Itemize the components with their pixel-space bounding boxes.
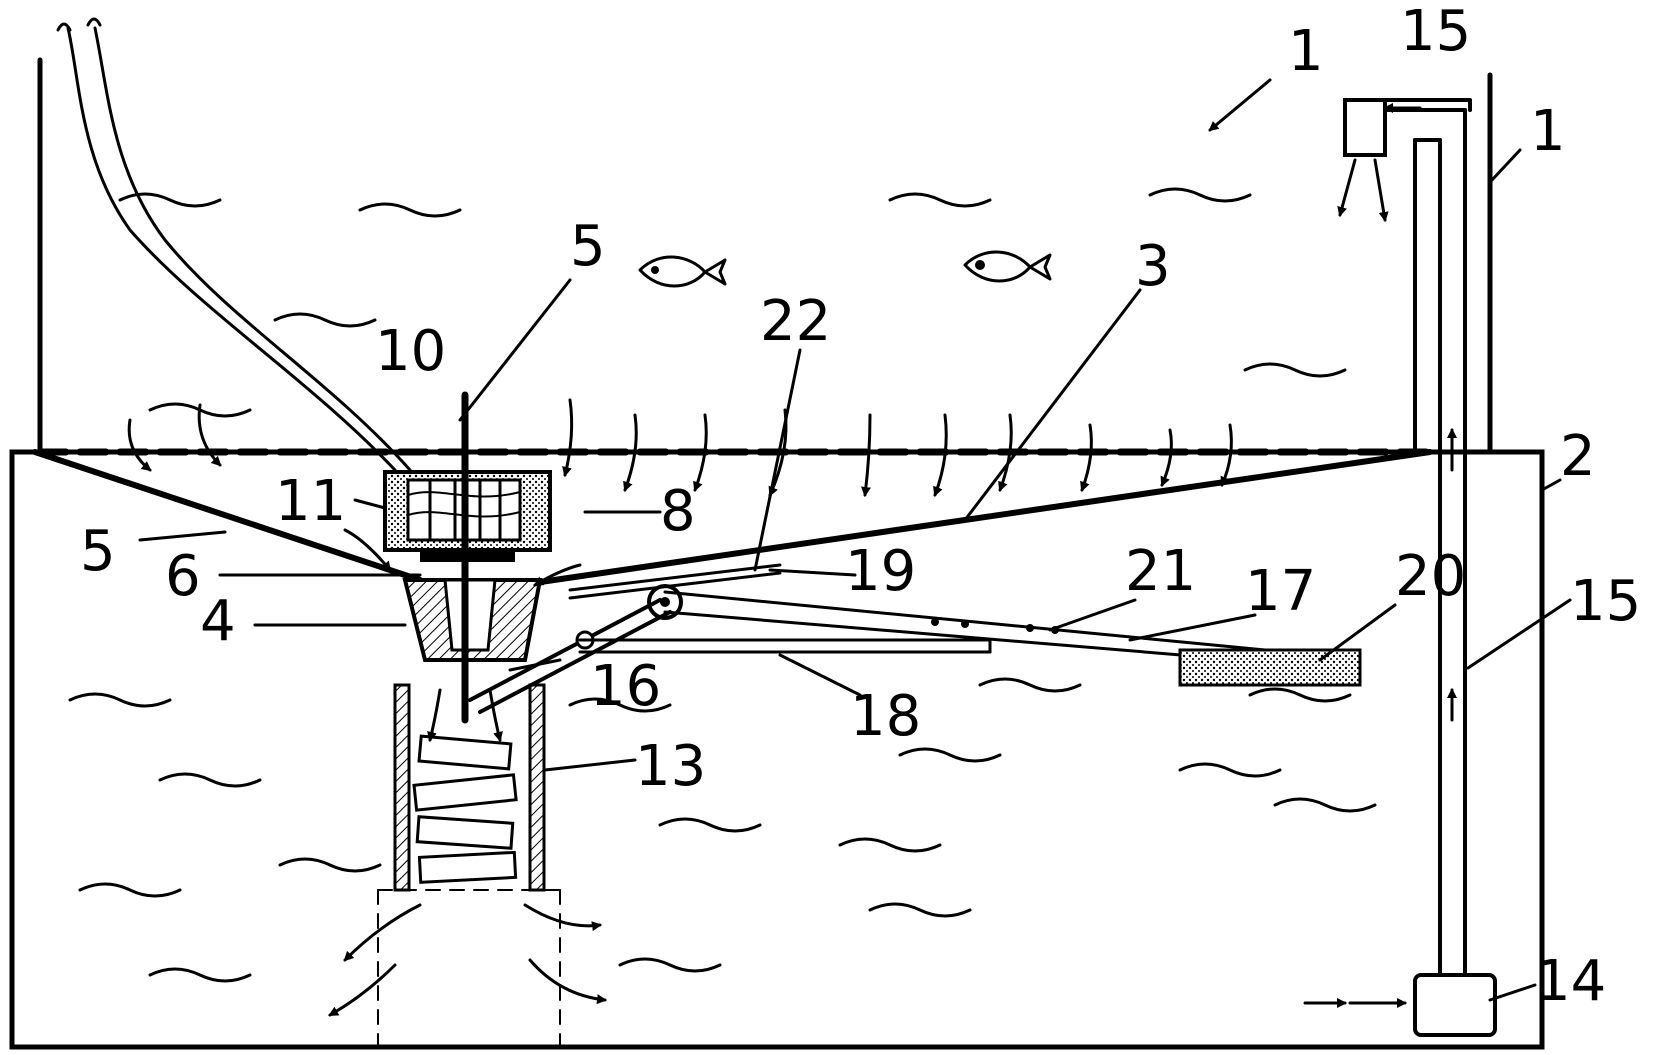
part-labels: 1 1 15 5 3 22 10 11 8 2 5 6 19 21 17 20 … (80, 0, 1641, 1014)
label-20: 20 (1395, 544, 1466, 609)
hopper (402, 552, 543, 662)
label-6: 6 (165, 544, 201, 609)
label-14: 14 (1535, 949, 1606, 1014)
label-3: 3 (1135, 234, 1171, 299)
fish-group (638, 250, 1052, 288)
float-block (1178, 648, 1362, 687)
water-ripples (68, 187, 1377, 983)
label-22: 22 (760, 289, 831, 354)
label-15-right: 15 (1570, 569, 1641, 634)
label-5-top: 5 (570, 214, 606, 279)
label-18: 18 (850, 684, 921, 749)
label-19: 19 (845, 539, 916, 604)
funnel-plates (32, 449, 1433, 588)
upper-cage (37, 57, 1493, 453)
label-13: 13 (635, 734, 706, 799)
lower-tank (9, 449, 1545, 1050)
label-2: 2 (1560, 424, 1596, 489)
leader-lines (138, 148, 1572, 1002)
label-4: 4 (200, 589, 236, 654)
air-hose (56, 17, 412, 472)
flow-arrows (127, 78, 1272, 1017)
label-5-left: 5 (80, 519, 116, 584)
label-17: 17 (1245, 559, 1316, 624)
label-11: 11 (275, 469, 346, 534)
pump-and-pipe (1303, 98, 1497, 1037)
label-21: 21 (1125, 539, 1196, 604)
label-16: 16 (590, 654, 661, 719)
bucket (377, 683, 561, 1046)
label-1-right: 1 (1530, 99, 1566, 164)
label-1-top: 1 (1288, 19, 1324, 84)
label-15-top: 15 (1400, 0, 1471, 64)
lever-mechanism (468, 563, 1267, 714)
label-8: 8 (660, 479, 696, 544)
label-10: 10 (375, 319, 446, 384)
